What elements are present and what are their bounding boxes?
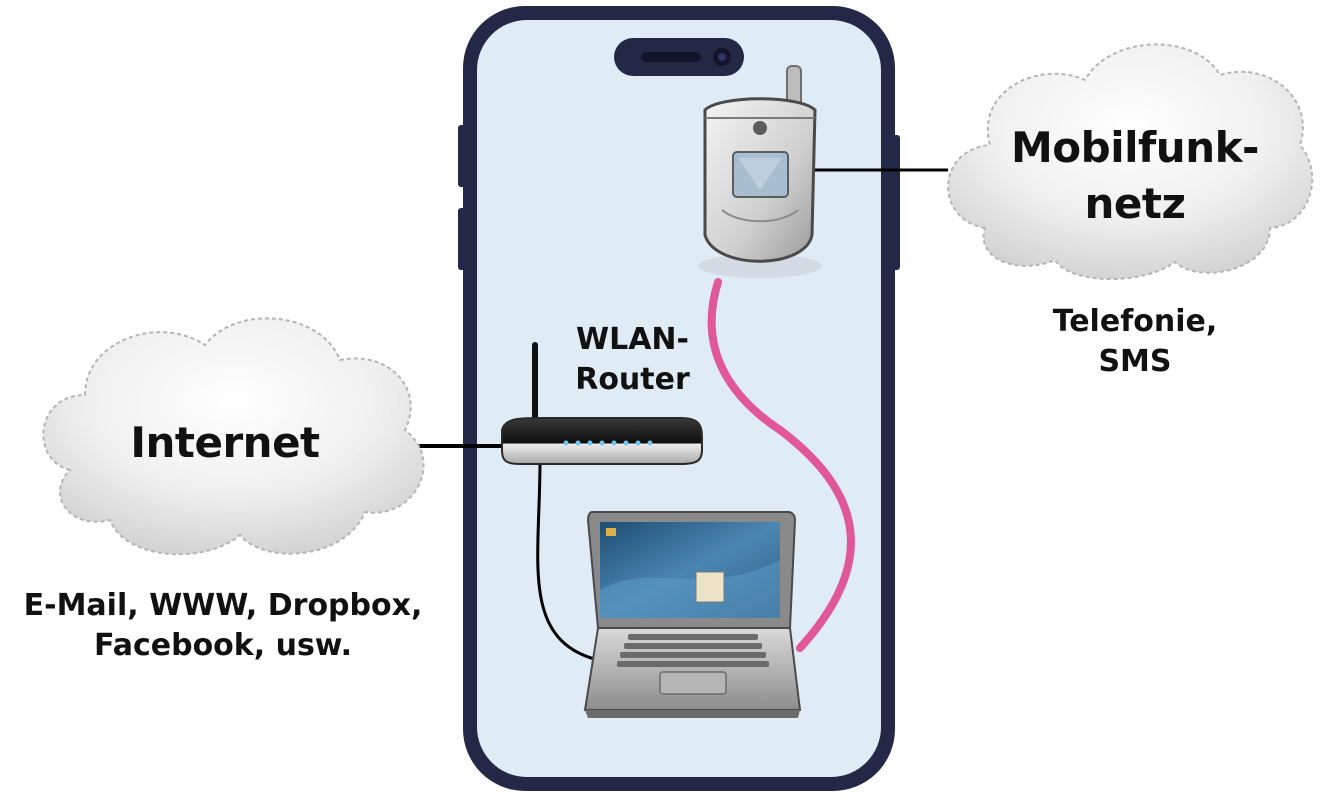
mobile-network-line2: netz	[1084, 179, 1186, 228]
wlan-router-label: WLAN- Router	[560, 320, 705, 400]
mobile-services-line1: Telefonie,	[1052, 304, 1218, 339]
wlan-router-line1: WLAN-	[576, 322, 689, 357]
internet-cloud-label: Internet	[130, 418, 320, 467]
mobile-network-cloud	[947, 43, 1314, 280]
internet-services-label: E-Mail, WWW, Dropbox, Facebook, usw.	[0, 586, 446, 666]
internet-services-line1: E-Mail, WWW, Dropbox,	[23, 588, 423, 623]
mobile-phone-icon	[698, 65, 822, 278]
laptop-icon	[583, 511, 802, 718]
wlan-router-line2: Router	[575, 362, 690, 397]
wlan-router-icon	[501, 342, 703, 465]
internet-services-line2: Facebook, usw.	[93, 628, 352, 663]
internet-cloud	[42, 317, 425, 556]
wireless-link	[707, 278, 855, 652]
mobile-services-line2: SMS	[1098, 344, 1172, 379]
mobile-network-line1: Mobilfunk-	[1011, 123, 1259, 172]
router-laptop-cable	[536, 461, 599, 662]
mobile-services-label: Telefonie, SMS	[1030, 302, 1240, 382]
mobile-network-label: Mobilfunk- netz	[1000, 120, 1270, 232]
